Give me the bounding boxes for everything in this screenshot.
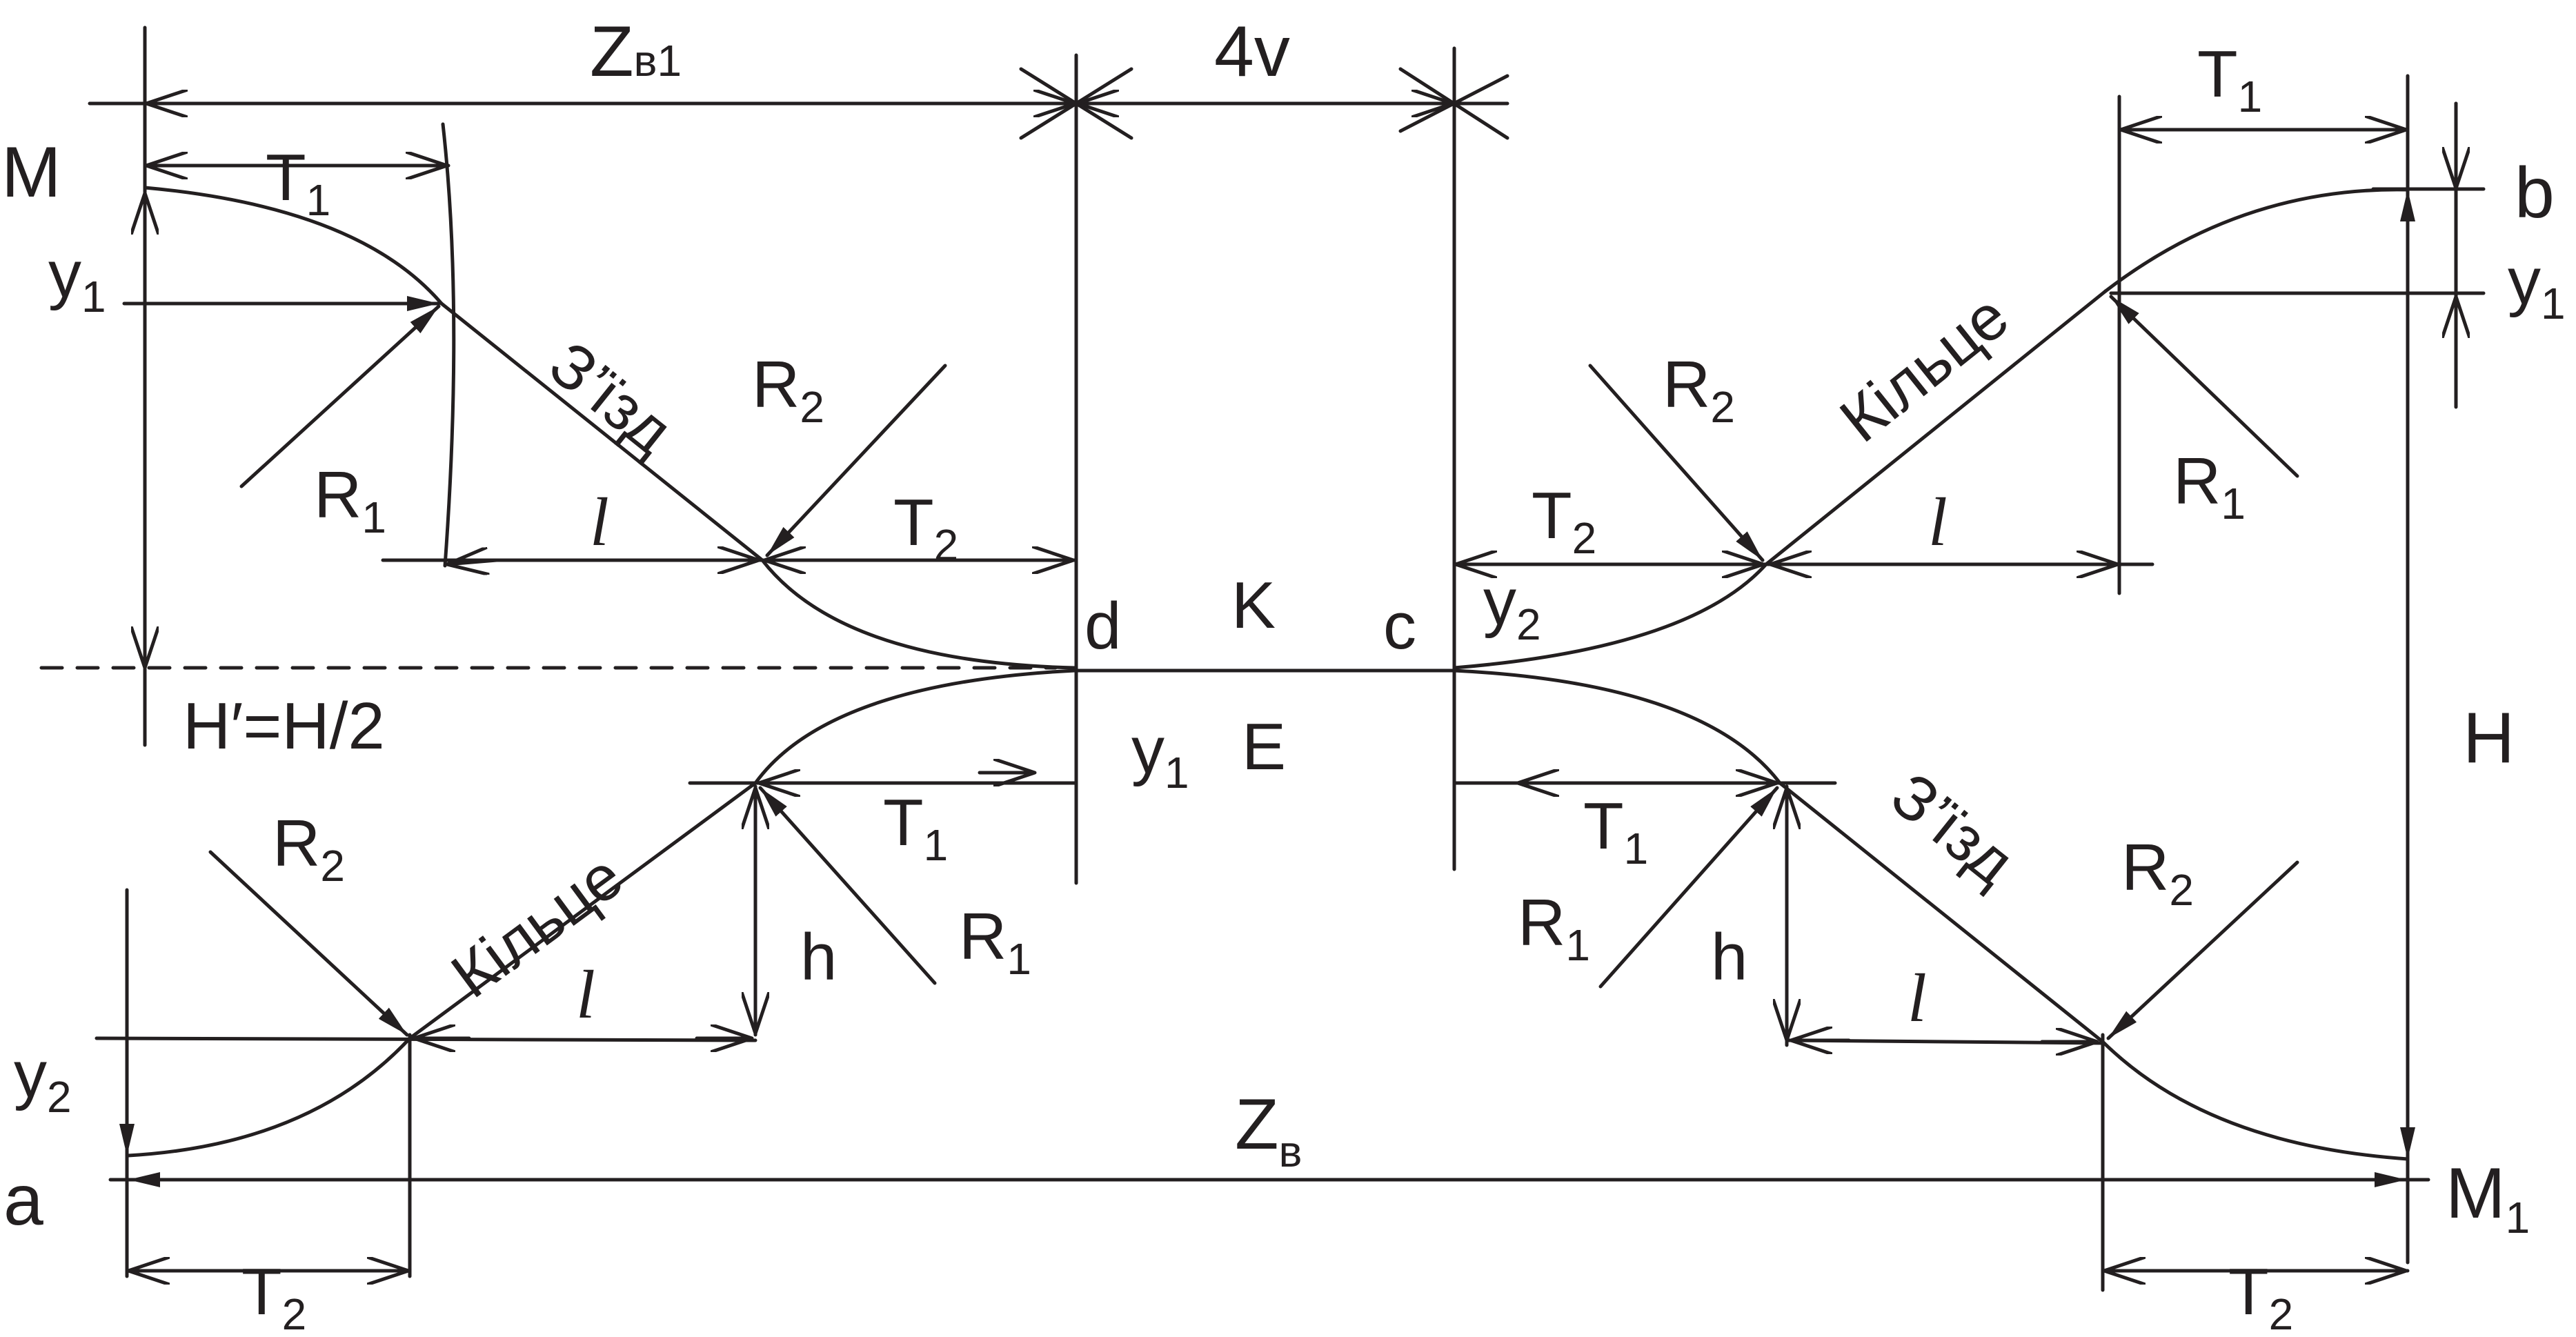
label-h-half: H′=H/2 [183,689,385,763]
label-y1-center: y1 [1131,713,1189,798]
label-r1-upper-left: R1 [314,458,386,542]
label-h-small-left: h [800,920,837,994]
label-t2-upper-left: T2 [893,486,958,570]
label-d: d [1084,589,1121,663]
line-zizd-top [439,301,764,562]
label-m1: M1 [2446,1153,2530,1242]
label-h-small-right: h [1711,920,1747,994]
label-r2-upper-right: R2 [1663,348,1735,432]
label-c: c [1383,589,1416,663]
ext-t1-top-left [441,122,456,568]
label-r1-lower-right: R1 [1518,886,1590,970]
line-kiltse-top [1764,289,2108,566]
label-r2-upper-left: R2 [752,348,824,432]
label-a: a [3,1160,43,1240]
curve-c-r1 [1452,668,1782,785]
label-t2-upper-right: T2 [1532,479,1596,563]
label-y2-upper-right: y2 [1483,565,1541,649]
label-l-upper-right: l [1928,484,1948,560]
label-r2-lower-left: R2 [273,806,345,891]
label-t1-top-left: T1 [266,141,330,225]
label-t2-bottom-left: T2 [241,1255,306,1334]
curve-r2-m1 [2101,1040,2410,1161]
line-zizd-bottom [1778,781,2105,1044]
label-l-upper-left: l [590,484,609,560]
label-e: E [1242,710,1286,784]
label-k: K [1231,568,1276,642]
label-y2-lower-left: y2 [14,1038,72,1122]
curve-r2-d [760,558,1077,670]
label-kiltse-top: Кільце [1827,281,2021,455]
label-h-big: H [2463,698,2515,778]
label-t1-top-right: T1 [2197,37,2262,121]
label-t1-lower-right: T1 [1583,789,1648,873]
line-kiltse-bottom [408,781,757,1040]
label-y1-right: y1 [2508,244,2566,328]
label-y1-left: y1 [48,237,106,321]
label-4v: 4v [1214,12,1290,92]
label-m: M [1,132,61,212]
curve-c-r2 [1452,562,1768,670]
curve-m-r1 [143,186,444,306]
label-kiltse-bottom: Кільце [439,841,635,1011]
label-zizd-top: З’їзд [537,328,686,468]
label-r2-lower-right: R2 [2121,831,2194,915]
label-t2-bottom-right: T2 [2228,1255,2293,1334]
label-r1-upper-right: R1 [2173,444,2246,528]
label-l-lower-left: l [576,956,595,1033]
label-zb: Zв [1235,1085,1302,1176]
label-zb1: Zв1 [590,12,682,92]
curve-d-r1 [753,668,1077,785]
label-l-lower-right: l [1908,960,1927,1036]
curve-r1-b [2103,188,2410,293]
label-r1-lower-left: R1 [959,900,1031,984]
label-b: b [2515,153,2555,233]
curve-r2-a [126,1036,412,1158]
label-t1-lower-left: T1 [883,786,948,870]
